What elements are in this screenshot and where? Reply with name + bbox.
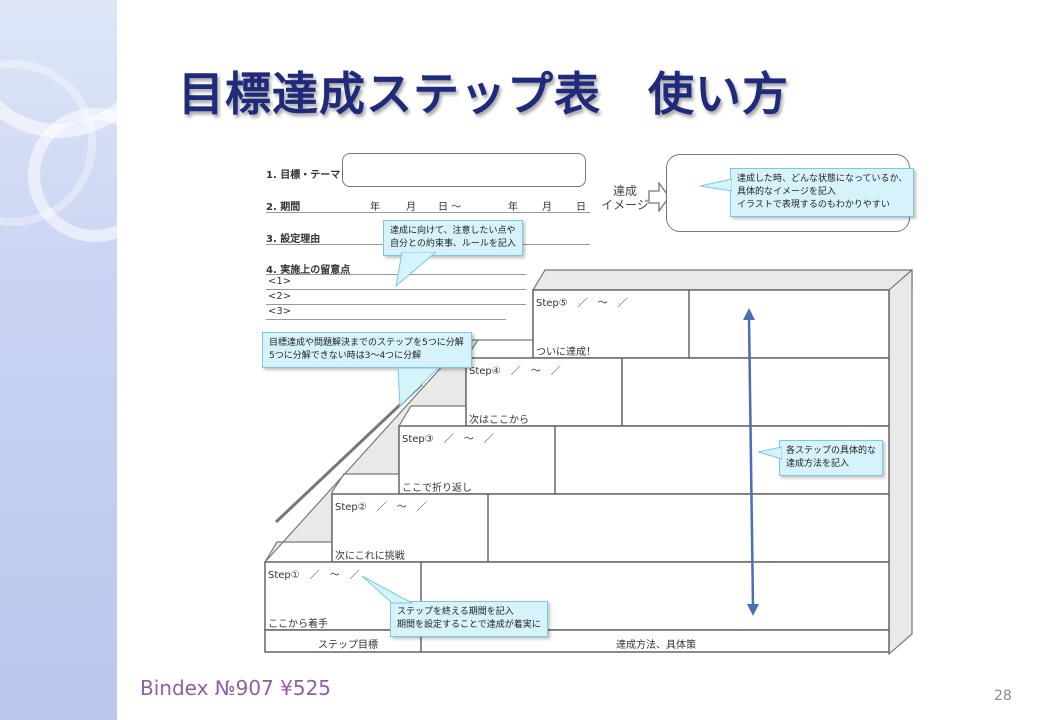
step-5-header: Step⑤ ／ ～ ／ bbox=[536, 298, 628, 309]
achieve-arrow-icon bbox=[648, 182, 670, 212]
notes-rule bbox=[266, 319, 506, 320]
period-label: 2. 期間 bbox=[266, 202, 301, 213]
reason-label: 3. 設定理由 bbox=[266, 234, 321, 245]
step-4-note: 次はここから bbox=[469, 415, 529, 426]
step-3-header: Step③ ／ ～ ／ bbox=[402, 434, 494, 445]
step-4-header: Step④ ／ ～ ／ bbox=[469, 366, 561, 377]
step-3-note: ここで折り返し bbox=[402, 483, 472, 494]
callout-steps: 目標達成や問題解決までのステップを5つに分解 5つに分解できない時は3～4つに分… bbox=[262, 332, 472, 368]
period-month-1: 月 bbox=[406, 202, 416, 213]
callout-pointer bbox=[395, 252, 437, 288]
notes-item-1: <1> bbox=[268, 276, 292, 287]
callout-period: ステップを終える期間を記入 期間を設定することで達成が着実に bbox=[390, 601, 548, 637]
goal-box bbox=[342, 153, 586, 187]
footer-text: Bindex №907 ¥525 bbox=[140, 676, 332, 700]
notes-rule bbox=[266, 274, 526, 275]
step-1-note: ここから着手 bbox=[268, 619, 328, 630]
goal-label: 1. 目標・テーマ bbox=[266, 170, 341, 181]
page-title: 目標達成ステップ表 使い方 bbox=[178, 67, 789, 121]
achieve-label: 達成 イメージ bbox=[598, 184, 652, 212]
period-year-1: 年 bbox=[370, 202, 380, 213]
table-footer-right: 達成方法、具体策 bbox=[616, 640, 696, 651]
period-rule bbox=[266, 212, 590, 213]
notes-item-2: <2> bbox=[268, 291, 292, 302]
step-1-header: Step① ／ ～ ／ bbox=[268, 570, 360, 581]
step-2-note: 次にこれに挑戦 bbox=[335, 551, 405, 562]
step-5-note: ついに達成！ bbox=[536, 347, 596, 358]
callout-methods: 各ステップの具体的な 達成方法を記入 bbox=[779, 440, 884, 476]
callout-pointer bbox=[397, 368, 439, 408]
page-number: 28 bbox=[994, 688, 1012, 704]
period-month-2: 月 bbox=[542, 202, 552, 213]
callout-pointer bbox=[758, 446, 782, 460]
notes-rule bbox=[266, 289, 526, 290]
callout-pointer bbox=[700, 178, 732, 192]
callout-achieve-image: 達成した時、どんな状態になっているか、 具体的なイメージを記入 イラストで表現す… bbox=[730, 168, 915, 217]
notes-item-3: <3> bbox=[268, 306, 292, 317]
callout-notes: 達成に向けて、注意したい点や 自分との約束事、ルールを記入 bbox=[383, 220, 523, 256]
period-day-2: 日 bbox=[576, 202, 586, 213]
callout-pointer bbox=[362, 576, 413, 604]
step-sheet: 1. 目標・テーマ 2. 期間 年 月 日 ～ 年 月 日 3. 設定理由 4.… bbox=[262, 148, 922, 658]
side-decoration bbox=[0, 0, 117, 720]
notes-label: 4. 実施上の留意点 bbox=[266, 265, 351, 276]
notes-rule bbox=[266, 304, 526, 305]
staircase-diagram bbox=[264, 268, 913, 656]
step-2-header: Step② ／ ～ ／ bbox=[335, 502, 427, 513]
table-footer-left: ステップ目標 bbox=[318, 640, 378, 651]
period-year-2: 年 bbox=[508, 202, 518, 213]
period-day-1: 日 ～ bbox=[438, 202, 462, 213]
achieve-label-line-1: 達成 bbox=[612, 184, 637, 198]
achieve-label-line-2: イメージ bbox=[601, 198, 649, 212]
